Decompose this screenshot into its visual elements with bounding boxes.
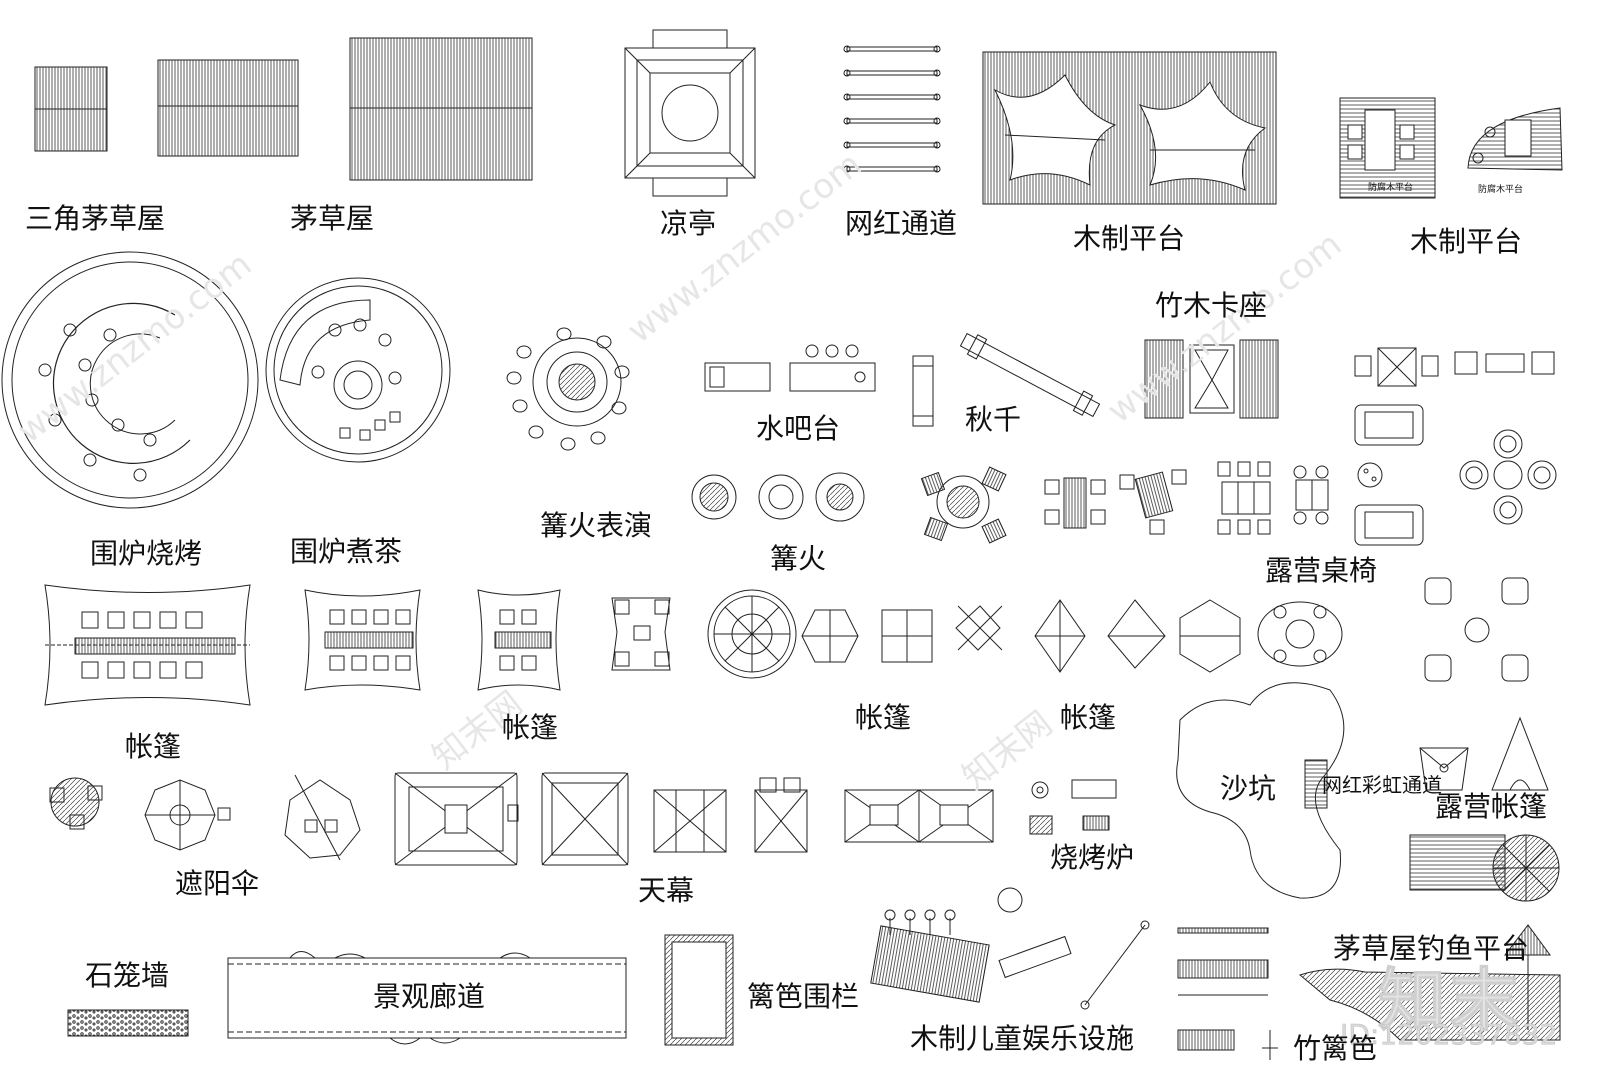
label-triangle-thatch-hut: 三角茅草屋 (25, 202, 166, 235)
camping-tent-symbol (1419, 716, 1549, 791)
triangle-thatch-hut-symbol (34, 66, 108, 152)
label-thatch-hut: 茅草屋 (290, 202, 375, 235)
tent-large-symbol (44, 584, 251, 706)
label-gabion-wall: 石笼墙 (85, 959, 170, 992)
label-tent: 帐篷 (855, 701, 912, 734)
wooden-playground-symbol (870, 887, 1150, 1010)
water-bar-counter-symbol (704, 344, 876, 392)
watermark-id: ID:1202337832 (1340, 1018, 1558, 1052)
label-bamboo-booth: 竹木卡座 (1155, 289, 1268, 322)
landscape-corridor-symbol (227, 951, 627, 1045)
label-sun-umbrella: 遮阳伞 (175, 867, 260, 900)
deck-caption: 防腐木平台 (1478, 185, 1524, 195)
bbq-grill-symbol (1029, 779, 1117, 835)
label-tent: 帐篷 (502, 711, 559, 744)
fire-pit-tea-symbol (265, 277, 451, 463)
label-thatch-fishing-platform: 茅草屋钓鱼平台 (1333, 932, 1530, 965)
label-swing: 秋千 (965, 403, 1022, 436)
canopy-symbol (394, 772, 994, 866)
label-internet-passage: 网红通道 (845, 207, 958, 240)
tent-group-symbol (611, 589, 1343, 679)
fire-pit-bbq-symbol (1, 251, 259, 509)
label-bonfire: 篝火 (770, 542, 827, 575)
label-canopy: 天幕 (638, 874, 695, 907)
label-pavilion: 凉亭 (660, 207, 717, 240)
label-landscape-corridor: 景观廊道 (373, 980, 486, 1013)
tent-medium-symbol (304, 589, 421, 691)
label-camping-table-chair: 露营桌椅 (1265, 554, 1378, 587)
label-wooden-playground: 木制儿童娱乐设施 (910, 1022, 1135, 1055)
label-rainbow-passage: 网红彩虹通道 (1322, 773, 1442, 797)
bamboo-booth-symbol (1144, 339, 1279, 419)
bamboo-table-set-symbol (1044, 461, 1329, 535)
sand-pit-symbol (1176, 682, 1345, 899)
large-thatch-hut-symbol (349, 37, 533, 181)
camping-chair-group-symbol (1424, 577, 1529, 682)
camping-table-chair-top-right-symbol (1354, 347, 1557, 546)
fire-table-symbol (920, 466, 1007, 544)
label-tent: 帐篷 (1060, 701, 1117, 734)
watermark-logo: 知末 (1377, 962, 1523, 1042)
label-camping-tent: 露营帐篷 (1435, 790, 1548, 823)
pavilion-symbol (624, 29, 756, 197)
label-bamboo-fence: 竹篱笆 (1293, 1032, 1378, 1065)
internet-celebrity-passage-symbol (843, 45, 941, 173)
wooden-deck-tent-symbol (982, 51, 1277, 205)
deck-caption: 防腐木平台 (1368, 183, 1414, 193)
label-bonfire-performance: 篝火表演 (540, 509, 653, 542)
label-water-bar: 水吧台 (756, 412, 841, 445)
label-fire-pit-tea: 围炉煮茶 (290, 535, 403, 568)
label-bbq-grill: 烧烤炉 (1050, 841, 1135, 874)
fence-enclosure-symbol (664, 934, 734, 1046)
label-wooden-deck: 木制平台 (1410, 225, 1523, 258)
label-fire-pit-bbq: 围炉烧烤 (90, 537, 203, 570)
tent-small-symbol (477, 589, 561, 691)
thatch-fishing-platform-symbol (1298, 834, 1561, 1041)
bonfire-performance-symbol (506, 327, 630, 451)
swing-symbol (912, 332, 1101, 427)
label-wooden-deck: 木制平台 (1073, 222, 1186, 255)
bonfire-symbol (691, 472, 865, 522)
label-tent: 帐篷 (125, 730, 182, 763)
label-fence: 篱笆围栏 (747, 980, 860, 1013)
gabion-wall-symbol (67, 1009, 189, 1037)
label-sand-pit: 沙坑 (1220, 772, 1277, 805)
bamboo-fence-symbol (1177, 927, 1278, 1060)
thatch-hut-symbol (157, 59, 299, 157)
sun-umbrella-symbol (49, 774, 361, 861)
wooden-deck-seating-symbol (1339, 97, 1563, 199)
